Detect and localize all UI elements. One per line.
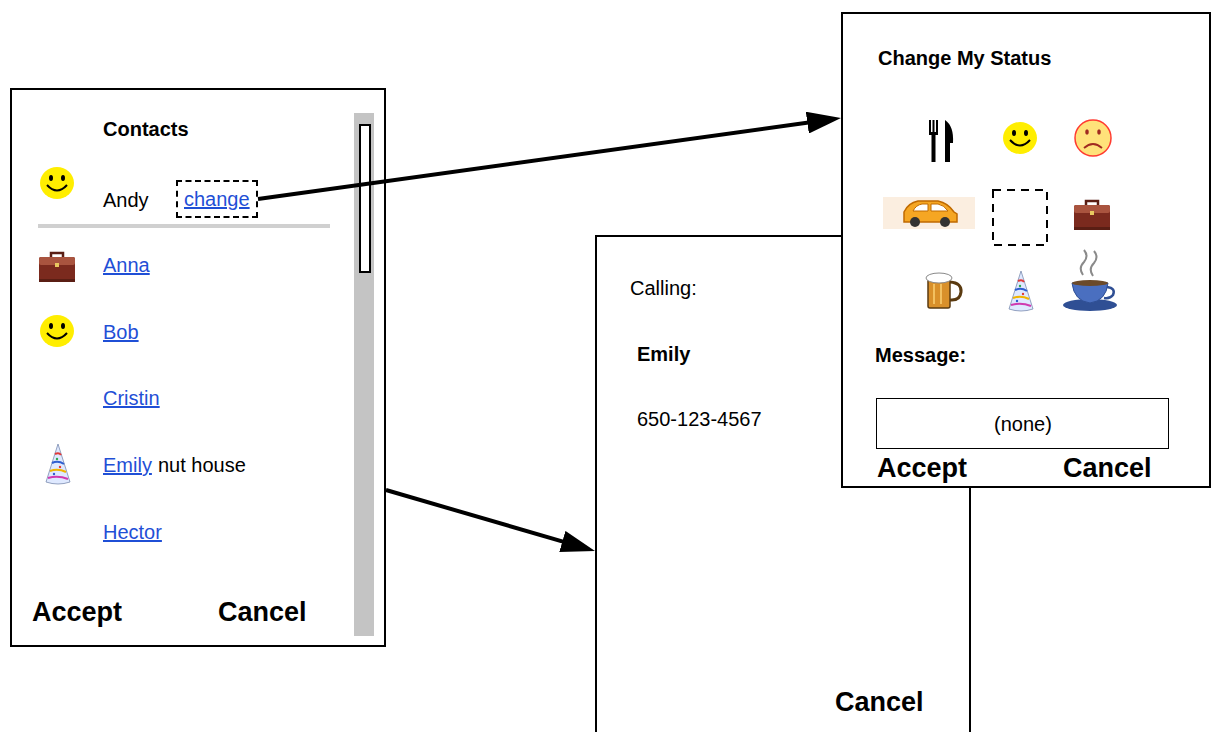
label-text: Emily	[637, 342, 690, 366]
party-hat-icon	[46, 444, 70, 484]
fork-knife-icon	[936, 120, 938, 134]
briefcase-icon	[39, 253, 75, 282]
label-text: Change My Status	[878, 46, 1051, 70]
label-text: Calling:	[630, 276, 697, 300]
label-text: Accept	[877, 452, 967, 484]
beer-mug-icon	[926, 273, 952, 283]
empty-slot	[993, 190, 1047, 245]
fork-knife-icon	[932, 134, 936, 162]
label-text: Cristin	[103, 386, 160, 410]
label-text: (none)	[994, 412, 1052, 436]
label-text: Message:	[875, 343, 966, 367]
car-icon	[913, 204, 928, 211]
smiley-icon	[40, 167, 74, 199]
scrollbar-track	[354, 113, 374, 636]
coffee-cup-icon	[1091, 251, 1097, 276]
phone-screen: (none) Change My StatusMessage: Accept Canc…	[841, 12, 1211, 488]
car-icon	[883, 197, 975, 229]
fork-knife-icon	[945, 120, 953, 162]
sad-face-icon	[1075, 120, 1111, 156]
label-text: Cancel	[1063, 452, 1152, 484]
label-text: Hector	[103, 520, 162, 544]
car-icon	[883, 197, 975, 229]
separator-line	[38, 224, 330, 228]
flow-arrow	[386, 490, 576, 545]
beer-mug-icon	[926, 273, 961, 308]
label-text: Anna	[103, 253, 150, 277]
briefcase-icon	[1074, 201, 1110, 230]
smiley-icon	[1003, 122, 1037, 154]
car-icon	[931, 204, 948, 211]
label-text: Emily	[103, 453, 152, 477]
coffee-cup-icon	[1063, 250, 1117, 311]
sad-face-icon	[1075, 120, 1111, 156]
beer-mug-icon	[933, 284, 935, 304]
coffee-cup-icon	[1104, 287, 1114, 298]
coffee-cup-icon	[1081, 250, 1087, 275]
smiley-icon	[40, 315, 74, 347]
label-text: Cancel	[218, 596, 307, 628]
sad-face-icon	[1085, 129, 1089, 135]
label-text: Contacts	[103, 117, 189, 141]
label-text: change	[184, 187, 250, 211]
label-text: Andy	[103, 188, 149, 212]
label-text: 650-123-4567	[637, 407, 762, 431]
sad-face-icon	[1084, 144, 1102, 148]
flow-arrow	[258, 121, 821, 199]
label-text: nut house	[158, 453, 246, 477]
label-text: Accept	[32, 596, 122, 628]
car-icon	[940, 217, 950, 227]
beer-mug-icon	[950, 282, 961, 300]
fork-knife-icon	[929, 120, 953, 162]
party-hat-icon	[1009, 271, 1033, 311]
fork-knife-icon	[933, 120, 935, 134]
label-text: Cancel	[835, 686, 924, 718]
fork-knife-icon	[929, 120, 931, 134]
phone-screen: Calling: Emily 650-123-4567Cancel	[595, 235, 971, 732]
link-highlight: change	[176, 180, 258, 218]
car-icon	[910, 217, 920, 227]
scrollbar-thumb	[360, 125, 370, 272]
text-field: (none)	[876, 398, 1169, 449]
coffee-cup-icon	[1072, 280, 1108, 286]
phone-screen: change ContactsAndyAnnaBobCristinEmilynut…	[10, 88, 386, 647]
beer-mug-icon	[940, 284, 942, 304]
label-text: Bob	[103, 320, 139, 344]
sad-face-icon	[1097, 129, 1101, 135]
